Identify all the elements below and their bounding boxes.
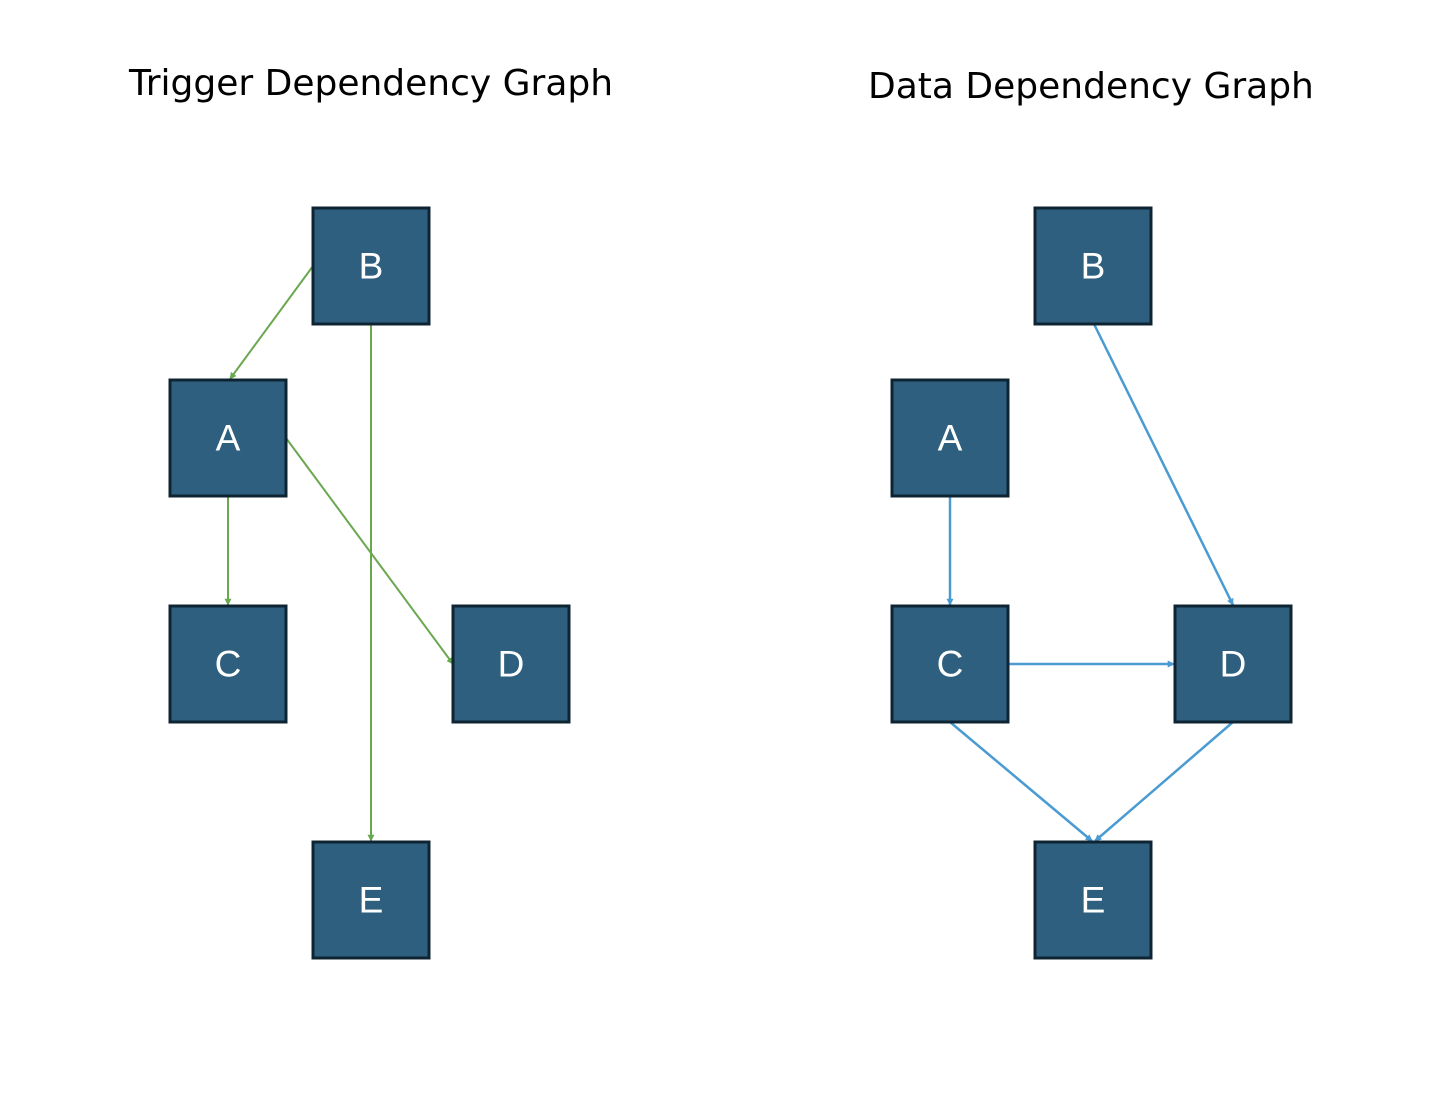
data-node-a-box bbox=[890, 378, 1010, 498]
trigger-node-c-box bbox=[168, 604, 288, 724]
trigger-node-d: D bbox=[451, 604, 571, 724]
trigger-graph-title: Trigger Dependency Graph bbox=[129, 63, 614, 104]
trigger-node-d-box bbox=[451, 604, 571, 724]
trigger-node-c-label: C bbox=[215, 644, 242, 685]
nodes-layer: B A C D E B A C D E bbox=[168, 206, 1293, 960]
data-node-b-label: B bbox=[1081, 246, 1106, 287]
trigger-node-b-label: B bbox=[359, 246, 384, 287]
data-node-c-box bbox=[890, 604, 1010, 724]
data-node-c: C bbox=[890, 604, 1010, 724]
data-node-e: E bbox=[1033, 840, 1153, 960]
trigger-node-b-box bbox=[311, 206, 431, 326]
trigger-node-a-box bbox=[168, 378, 288, 498]
trigger-node-d-label: D bbox=[498, 644, 525, 685]
data-node-d-label: D bbox=[1220, 644, 1247, 685]
data-edge-d-to-e bbox=[1094, 721, 1234, 842]
trigger-node-a-label: A bbox=[216, 418, 241, 459]
trigger-edge-a-to-d bbox=[285, 437, 454, 665]
data-node-d-box bbox=[1173, 604, 1293, 724]
trigger-node-b: B bbox=[311, 206, 431, 326]
trigger-node-a: A bbox=[168, 378, 288, 498]
trigger-node-c: C bbox=[168, 604, 288, 724]
data-edge-c-to-e bbox=[949, 721, 1093, 842]
trigger-edge-b-to-a bbox=[229, 265, 314, 380]
trigger-node-e-box bbox=[311, 840, 431, 960]
data-graph-title: Data Dependency Graph bbox=[868, 66, 1314, 107]
data-node-b: B bbox=[1033, 206, 1153, 326]
edges-layer bbox=[224, 265, 1235, 842]
data-node-e-box bbox=[1033, 840, 1153, 960]
data-node-e-label: E bbox=[1081, 880, 1106, 921]
data-node-d: D bbox=[1173, 604, 1293, 724]
trigger-node-e: E bbox=[311, 840, 431, 960]
data-node-a: A bbox=[890, 378, 1010, 498]
data-node-c-label: C bbox=[937, 644, 964, 685]
trigger-node-e-label: E bbox=[359, 880, 384, 921]
data-edge-b-to-d bbox=[1091, 321, 1235, 606]
data-node-b-box bbox=[1033, 206, 1153, 326]
data-node-a-label: A bbox=[938, 418, 963, 459]
